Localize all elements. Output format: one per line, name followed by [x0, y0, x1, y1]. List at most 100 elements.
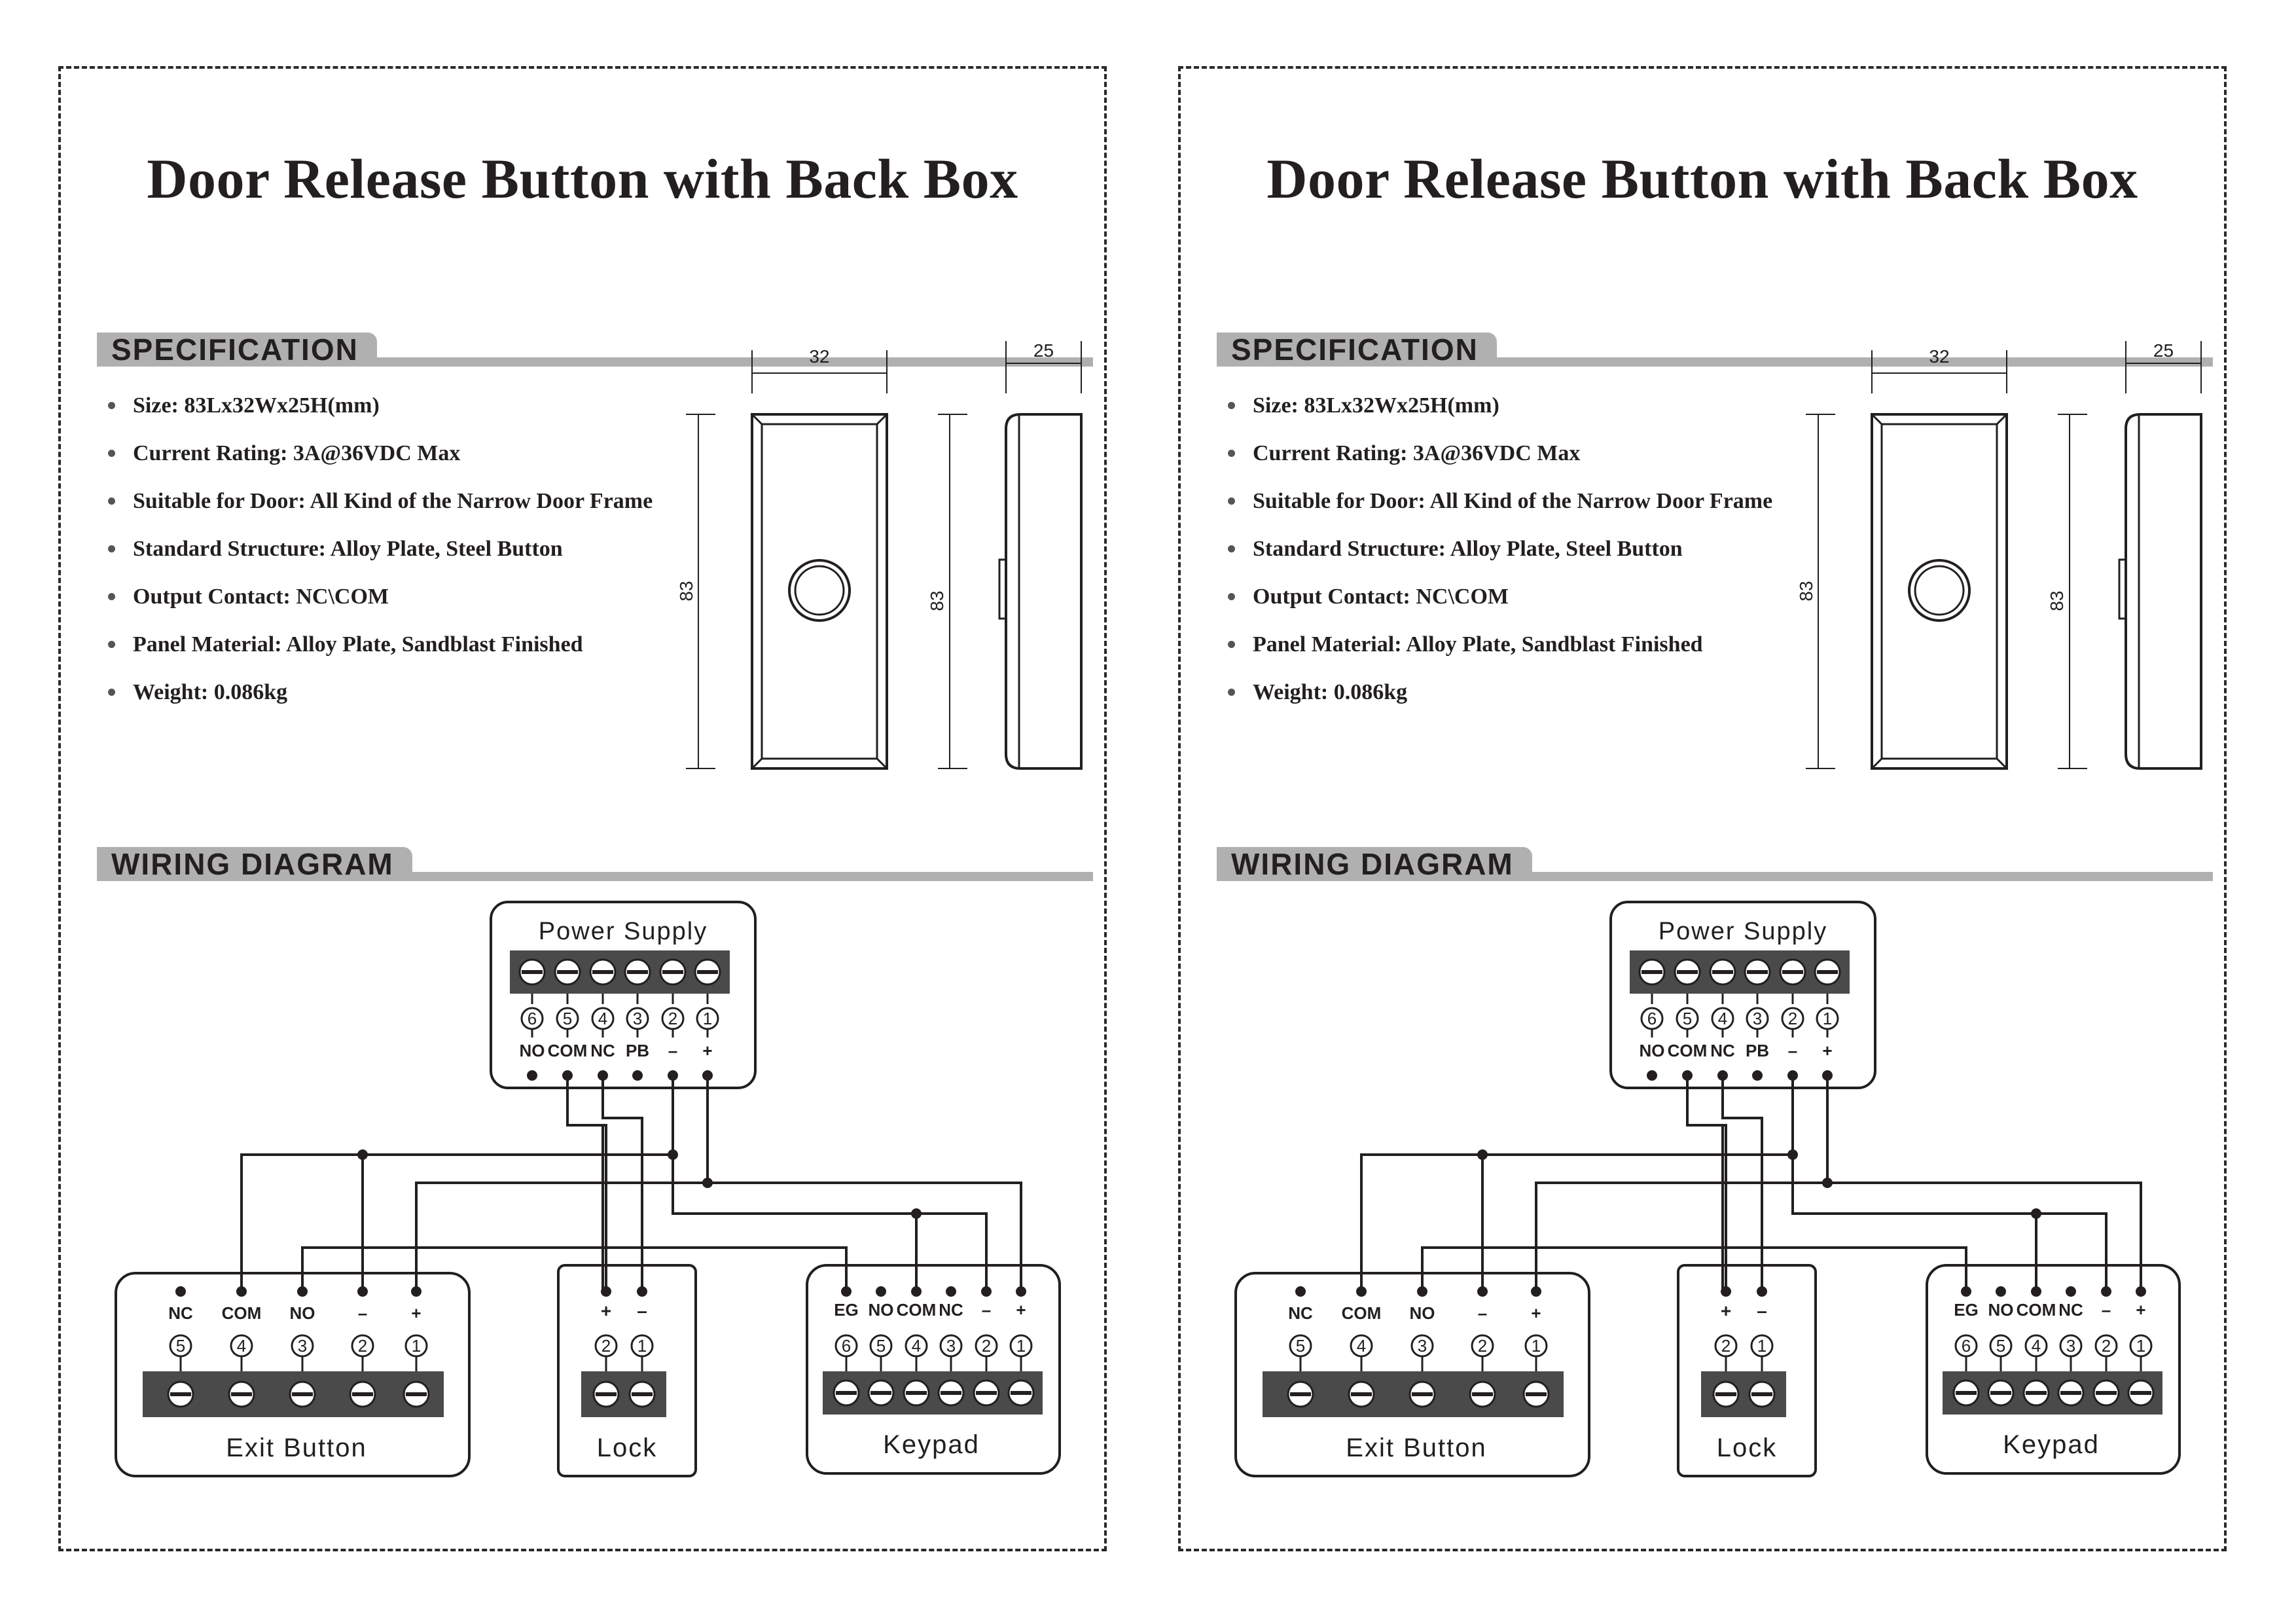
screw-icon [833, 1379, 860, 1407]
bullet-icon [1228, 689, 1235, 696]
terminal-number: 5 [563, 1009, 572, 1028]
terminal-contact-dot [632, 1070, 643, 1081]
bullet-icon [108, 497, 115, 505]
wire [1721, 1075, 1763, 1291]
terminal-contact-dot [411, 1286, 422, 1297]
screw-icon [1408, 1380, 1436, 1408]
screw-icon [624, 958, 651, 986]
junction-dot [702, 1178, 713, 1188]
dimension-height-label: 83 [1796, 581, 1816, 601]
bevel-line [1996, 413, 2008, 425]
terminal-name: – [1478, 1303, 1487, 1323]
terminal-number-circle [696, 1007, 719, 1030]
spec-text: Suitable for Door: All Kind of the Narro… [133, 489, 653, 513]
wire [240, 1075, 674, 1291]
terminal-contact-dot [2066, 1286, 2076, 1297]
bullet-icon [1228, 450, 1235, 457]
terminal-name: + [1721, 1301, 1731, 1321]
junction-dot [1822, 1178, 1833, 1188]
wire [566, 1075, 604, 1291]
terminal-contact-dot [1417, 1286, 1427, 1297]
terminal-name: COM [2017, 1300, 2056, 1320]
screw-icon [1348, 1380, 1375, 1408]
terminal-number-circle [2059, 1334, 2083, 1358]
terminal-number: 5 [876, 1336, 886, 1356]
terminal-number: 1 [1532, 1336, 1541, 1356]
junction-dot [637, 1286, 647, 1297]
screw-icon [289, 1380, 316, 1408]
push-button-inner-icon [1914, 565, 1965, 616]
screw-icon [1469, 1380, 1496, 1408]
terminal-name: NO [869, 1300, 894, 1320]
terminal-contact-dot [946, 1286, 956, 1297]
terminal-contact-dot [1016, 1286, 1026, 1297]
terminal-number: 4 [2032, 1336, 2041, 1356]
power-supply-box [490, 901, 757, 1089]
terminal-name: NO [520, 1041, 545, 1060]
wiring-heading: WIRING DIAGRAM [1217, 847, 2213, 881]
push-button-icon [788, 559, 851, 622]
terminal-number-circle [1524, 1334, 1548, 1358]
junction-dot [1757, 1286, 1767, 1297]
screw-icon [1638, 958, 1666, 986]
spec-text: Panel Material: Alloy Plate, Sandblast F… [133, 632, 583, 657]
spec-list: Size: 83Lx32Wx25H(mm) Current Rating: 3A… [103, 382, 653, 716]
terminal-name: COM [222, 1303, 262, 1323]
terminal-name: NO [290, 1303, 315, 1323]
screw-icon [518, 958, 546, 986]
terminal-name: – [668, 1041, 677, 1060]
bevel-line [751, 413, 763, 425]
terminal-name: NC [2058, 1300, 2083, 1320]
screw-icon [289, 1380, 316, 1408]
wiring-heading: WIRING DIAGRAM [97, 847, 1093, 881]
terminal-number: 3 [298, 1336, 307, 1356]
terminal-number-circle [2094, 1334, 2118, 1358]
button-side-outline [1005, 413, 1083, 770]
keypad-label: Keypad [883, 1430, 980, 1459]
terminal-number-circle [975, 1334, 998, 1358]
screw-icon [1952, 1379, 1980, 1407]
terminal-number: 5 [1296, 1336, 1305, 1356]
terminal-number-circle [520, 1007, 544, 1030]
exit-button-box [115, 1272, 471, 1477]
bevel-line [1996, 757, 2008, 770]
wire [1421, 1246, 1967, 1291]
terminal-name: EG [834, 1300, 859, 1320]
dimension-height-label: 83 [676, 581, 696, 601]
lock-label: Lock [1717, 1434, 1778, 1462]
terminal-number-circle [1009, 1334, 1033, 1358]
terminal-contact-dot [702, 1070, 713, 1081]
terminal-name: + [702, 1041, 712, 1060]
terminal-number-circle [905, 1334, 928, 1358]
button-front-inner-outline [761, 423, 878, 760]
terminal-number: 6 [842, 1336, 851, 1356]
terminal-number-circle [2129, 1334, 2153, 1358]
dimension-height-label: 83 [927, 590, 947, 611]
terminal-number-circle [594, 1334, 618, 1358]
screw-icon [1287, 1380, 1314, 1408]
terminal-number: 1 [637, 1336, 647, 1356]
terminal-name: + [1016, 1300, 1026, 1320]
terminal-number-circle [351, 1334, 374, 1358]
terminal-name: COM [1668, 1041, 1708, 1060]
wiring-heading-label: WIRING DIAGRAM [97, 847, 412, 881]
terminal-contact-dot [2031, 1286, 2041, 1297]
terminal-name: NC [590, 1041, 615, 1060]
screw-icon [937, 1379, 965, 1407]
screw-icon [589, 958, 617, 986]
screw-icon [2022, 1379, 2050, 1407]
terminal-contact-dot [1822, 1070, 1833, 1081]
spec-text: Size: 83Lx32Wx25H(mm) [1253, 393, 1499, 418]
bevel-line [1871, 413, 1883, 425]
terminal-number-circle [1989, 1334, 2013, 1358]
bullet-icon [1228, 402, 1235, 409]
side-button-bump [998, 558, 1007, 620]
terminal-number-circle [630, 1334, 654, 1358]
screw-icon [228, 1380, 255, 1408]
spec-text: Weight: 0.086kg [133, 680, 288, 704]
spec-item: Size: 83Lx32Wx25H(mm) [1223, 382, 1772, 429]
junction-dot [2031, 1208, 2041, 1219]
terminal-contact-dot [598, 1070, 608, 1081]
terminal-number-circle [626, 1007, 649, 1030]
